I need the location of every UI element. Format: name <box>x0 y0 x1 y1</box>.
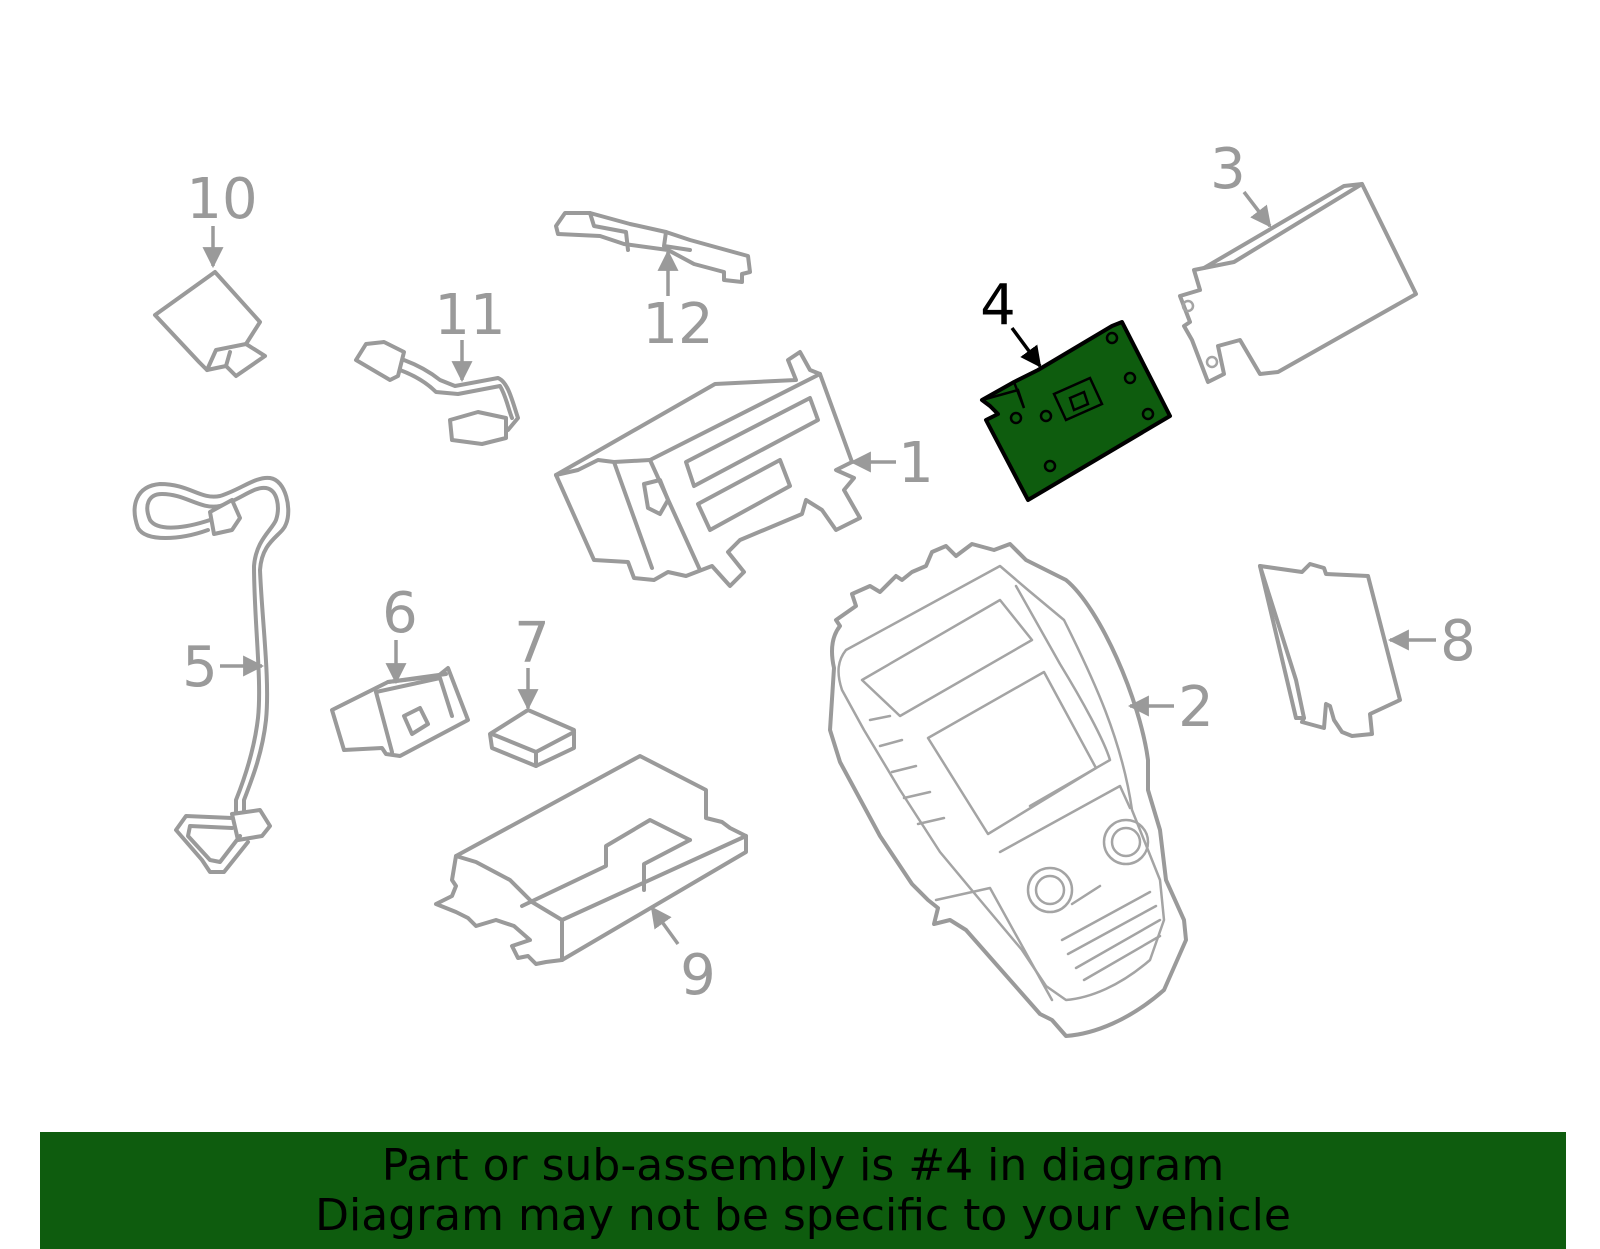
part-10-module[interactable] <box>153 270 267 378</box>
leader-9 <box>650 906 680 946</box>
callout-7: 7 <box>514 611 550 711</box>
part-2-center-bezel[interactable] <box>828 542 1188 1038</box>
callout-label-11: 11 <box>434 283 505 348</box>
callout-label-9: 9 <box>680 943 716 1008</box>
callout-10: 10 <box>186 167 258 269</box>
part-11-wire-harness[interactable] <box>354 340 520 446</box>
callout-1: 1 <box>849 431 934 496</box>
callout-2: 2 <box>1127 675 1214 740</box>
callout-label-6: 6 <box>382 581 418 646</box>
part-4-circuit-board[interactable] <box>980 320 1172 502</box>
callout-label-4: 4 <box>980 273 1016 338</box>
callout-label-1: 1 <box>898 431 934 496</box>
part-12-bracket[interactable] <box>554 211 752 284</box>
leader-3 <box>1242 190 1272 228</box>
callout-label-10: 10 <box>186 167 257 232</box>
part-9-amplifier-module[interactable] <box>434 754 748 966</box>
callout-label-12: 12 <box>642 292 713 357</box>
part-6-connector-module[interactable] <box>330 666 470 758</box>
callout-9: 9 <box>650 906 716 1008</box>
callout-label-5: 5 <box>182 635 218 700</box>
notice-line-2: Diagram may not be specific to your vehi… <box>315 1189 1291 1241</box>
notice-line-1: Part or sub-assembly is #4 in diagram <box>381 1139 1225 1191</box>
callout-3: 3 <box>1210 137 1272 228</box>
callout-label-8: 8 <box>1440 609 1476 674</box>
callout-6: 6 <box>382 581 418 685</box>
callout-8: 8 <box>1387 609 1476 674</box>
callout-12: 12 <box>642 249 714 357</box>
callout-label-7: 7 <box>514 611 550 676</box>
part-7-block[interactable] <box>488 708 576 768</box>
part-8-panel[interactable] <box>1258 562 1402 738</box>
leader-4 <box>1010 326 1042 368</box>
part-5-antenna-cable[interactable] <box>132 475 291 874</box>
callout-5: 5 <box>182 635 265 700</box>
part-1-radio-housing[interactable] <box>554 350 862 588</box>
callout-label-3: 3 <box>1210 137 1246 202</box>
callout-label-2: 2 <box>1178 675 1214 740</box>
notice-banner: Part or sub-assembly is #4 in diagram Di… <box>40 1132 1566 1249</box>
callout-4: 4 <box>980 273 1042 368</box>
part-3-module[interactable] <box>1178 182 1418 384</box>
callout-11: 11 <box>434 283 506 383</box>
